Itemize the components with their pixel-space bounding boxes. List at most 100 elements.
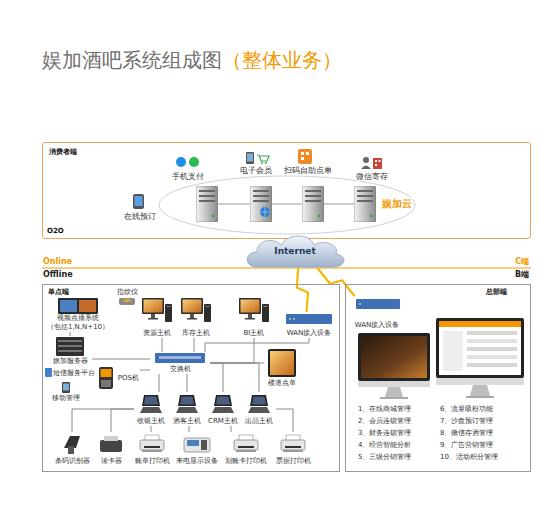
- store-devices: [45, 298, 332, 454]
- fingerprint-reader: 指纹仪: [115, 288, 139, 306]
- node-label: CRM主机: [208, 417, 238, 426]
- network-cable: [72, 409, 134, 432]
- text-label: 2、会员连锁管理: [358, 417, 411, 426]
- node-label: 交换机: [170, 365, 191, 374]
- text-label: B端: [515, 270, 529, 279]
- wireless-link: [318, 268, 355, 296]
- crm-host: CRM主机: [206, 392, 240, 426]
- text-label: 5、三级分销管理: [358, 453, 411, 462]
- text-label: 7、沙盘预订管理: [440, 417, 493, 426]
- node-label: 单点端: [48, 288, 69, 297]
- network-cable: [140, 370, 150, 371]
- node-label: WAN接入设备: [287, 329, 332, 338]
- network-cable: [159, 374, 160, 392]
- node-label: POS机: [118, 374, 139, 383]
- node-label: Internet: [274, 246, 315, 257]
- barcode-scanner: 条码识别器: [52, 432, 92, 466]
- network-cable: [92, 359, 150, 360]
- mobile-management: 移动管理: [48, 381, 84, 403]
- network-cable: [210, 363, 259, 392]
- bill-printer: 账单打印机: [132, 432, 172, 466]
- network-cable: [231, 426, 232, 432]
- resource-host: 资源主机: [140, 296, 174, 338]
- node-label: 短信服务平台: [53, 368, 95, 377]
- text-label: 电子会员: [240, 166, 272, 175]
- consumer-region: 消费者端: [42, 142, 531, 239]
- network-cable: [70, 332, 71, 336]
- corridor-ordering: 楼道点单: [264, 348, 300, 388]
- text-label: 9、广告营销管理: [440, 441, 493, 450]
- node-label: 账单打印机: [135, 457, 170, 466]
- bi-host: BI主机: [236, 296, 272, 338]
- text-label: 6、流量吸粉功能: [440, 405, 493, 414]
- server: 娱加服务器: [48, 336, 92, 366]
- node-label: 收银主机: [137, 417, 165, 426]
- network-cable: [205, 338, 309, 352]
- node-label: 库存主机: [182, 329, 210, 338]
- node-label: 移动管理: [52, 394, 80, 403]
- network-cable: [276, 409, 293, 432]
- network-cable: [194, 338, 195, 352]
- network-cable: [210, 338, 254, 363]
- receipt-printer: 票据打印机: [272, 432, 314, 466]
- vod-system: 视频点播系统 （包括1,N,N+10）: [44, 296, 112, 332]
- cashier-host: 收银主机: [134, 392, 168, 426]
- text-label: Online: [43, 257, 72, 266]
- stock-host: 库存主机: [178, 296, 214, 338]
- network-cable: [151, 426, 152, 432]
- network-switch: 交换机: [150, 352, 210, 374]
- text-label: 8、微信存酒管理: [440, 429, 493, 438]
- text-label: 手机支付: [172, 172, 204, 181]
- node-label: 酒客主机: [173, 417, 201, 426]
- text-label: C端: [515, 257, 529, 266]
- text-label: Offline: [43, 270, 73, 279]
- node-label: 来电显示设备: [176, 457, 218, 466]
- node-label: 资源主机: [143, 329, 171, 338]
- network-cable: [162, 338, 163, 352]
- text-label: 4、经营智能分析: [358, 441, 411, 450]
- wan-device: WAN接入设备: [348, 296, 406, 330]
- node-label: 条码识别器: [55, 457, 90, 466]
- network-cable: [111, 409, 134, 432]
- diagram-title: 娱加酒吧系统组成图: [42, 48, 222, 72]
- network-cable: [187, 374, 188, 392]
- node-label: 票据打印机: [276, 457, 311, 466]
- node-label: 楼道点单: [268, 379, 296, 388]
- node-label: 娱加服务器: [53, 357, 88, 366]
- hq-illustration: [356, 299, 524, 399]
- cloud-outline: [247, 236, 344, 267]
- card-reader: 读卡器: [94, 432, 128, 466]
- text-label: 1、在线商城管理: [358, 405, 411, 414]
- node-label: 消费者端: [49, 148, 77, 157]
- node-label: WAN接入设备: [355, 321, 400, 330]
- node-label: 划账卡打印机: [225, 457, 267, 466]
- network-cable: [189, 426, 190, 432]
- caller-id-device: 来电显示设备: [174, 432, 220, 466]
- wireless-link: [297, 268, 308, 312]
- node-label: 出品主机: [245, 417, 273, 426]
- wan-device: WAN接入设备: [280, 312, 338, 338]
- sms-platform: 短信服务平台: [44, 367, 96, 378]
- node-label: 指纹仪: [117, 288, 138, 297]
- text-label: O2O: [47, 227, 64, 236]
- online-offline-divider: [42, 268, 531, 269]
- text-label: 微信寄存: [356, 172, 388, 181]
- node-label: 读卡器: [101, 457, 122, 466]
- card-printer: 划账卡打印机: [222, 432, 270, 466]
- output-host: 出品主机: [242, 392, 276, 426]
- text-label: （整体业务）: [222, 48, 342, 72]
- guest-host: 酒客主机: [170, 392, 204, 426]
- text-label: 在线预订: [124, 212, 156, 221]
- node-label: 总部端: [486, 288, 507, 297]
- text-label: 娱加云: [382, 198, 412, 210]
- text-label: 10、活动积分管理: [440, 453, 498, 462]
- pos-terminal: POS机: [96, 366, 140, 390]
- internet-cloud: Internet: [243, 234, 347, 268]
- network-cable: [210, 363, 223, 392]
- consumer-illustration: [133, 149, 415, 234]
- node-label: 视频点播系统 （包括1,N,N+10）: [45, 314, 111, 332]
- node-label: BI主机: [244, 329, 265, 338]
- store-region: 单点端视频点播系统 （包括1,N,N+10） 指纹仪资源主机 库存主机 BI主机 WAN…: [42, 284, 340, 472]
- text-label: 扫码自助点单: [284, 166, 332, 175]
